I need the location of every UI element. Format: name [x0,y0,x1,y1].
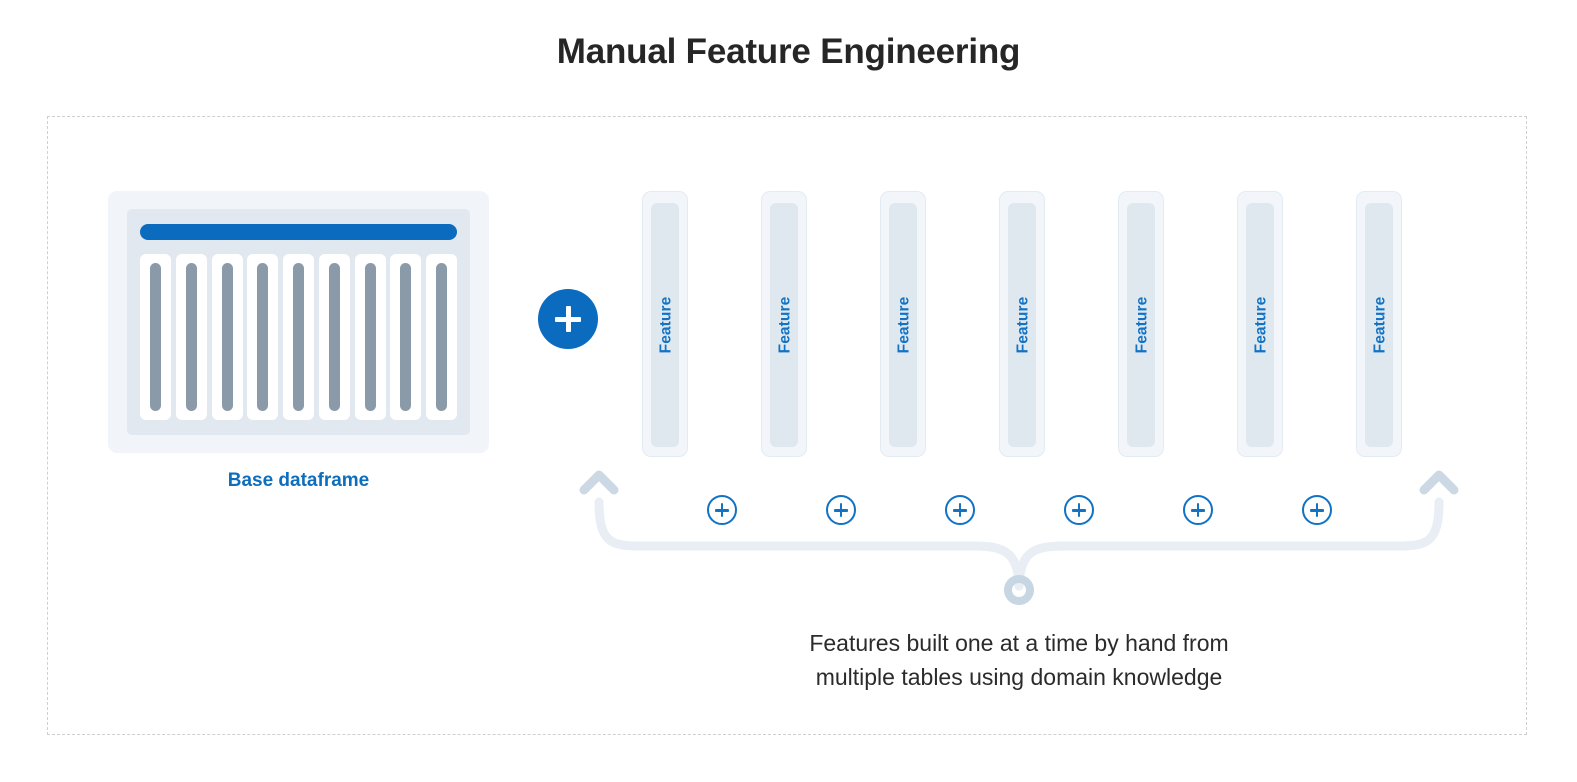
dataframe-column-bar [328,263,340,411]
feature-label: Feature [1133,296,1151,354]
dataframe-column [354,254,386,420]
dataframe-column-bar [364,263,376,411]
feature-label-wrap: Feature [881,192,927,458]
annotation-caption: Features built one at a time by hand fro… [619,626,1419,694]
feature-label-wrap: Feature [643,192,689,458]
dataframe-column [283,254,314,420]
plus-icon [538,289,598,349]
feature-column-fill [889,203,917,447]
feature-label: Feature [1014,296,1032,354]
plus-icon [826,495,856,525]
plus-icon [1302,495,1332,525]
dataframe-column-bar [221,263,233,411]
feature-label-wrap: Feature [1357,192,1403,458]
feature-label: Feature [776,296,794,354]
feature-column-fill [770,203,798,447]
brace-connector [579,470,1459,605]
feature-label-wrap: Feature [1000,192,1046,458]
dataframe-column [247,254,279,420]
feature-column-4: Feature [999,191,1045,457]
diagram-panel [47,116,1527,735]
feature-column-fill [1365,203,1393,447]
dataframe-header-bar [140,224,457,240]
feature-column-fill [1127,203,1155,447]
feature-label: Feature [1371,296,1389,354]
plus-icon [1183,495,1213,525]
dataframe-column-bar [436,263,447,411]
annotation-line-2: multiple tables using domain knowledge [815,664,1223,690]
dataframe-column-bar [185,263,197,411]
dataframe-column-bar [150,263,161,411]
dataframe-column [175,254,207,420]
feature-label-wrap: Feature [1119,192,1165,458]
plus-icon [707,495,737,525]
plus-icon [945,495,975,525]
dataframe-column-bar [400,263,412,411]
dataframe-column [140,254,171,420]
feature-label: Feature [895,296,913,354]
dataframe-column-bar [257,263,269,411]
base-dataframe-card [108,191,489,453]
plus-icon [1064,495,1094,525]
feature-column-3: Feature [880,191,926,457]
base-dataframe-inner-panel [127,209,470,435]
feature-column-fill [651,203,679,447]
dataframe-column-bar [293,263,304,411]
feature-label-wrap: Feature [1238,192,1284,458]
feature-columns-row: Feature Feature Feature Feature Feature Featu… [642,191,1402,525]
feature-label: Feature [657,296,675,354]
feature-column-7: Feature [1356,191,1402,457]
feature-label-wrap: Feature [762,192,808,458]
feature-column-2: Feature [761,191,807,457]
feature-column-1: Feature [642,191,688,457]
feature-column-6: Feature [1237,191,1283,457]
annotation-line-1: Features built one at a time by hand fro… [809,630,1229,656]
page-title: Manual Feature Engineering [556,32,1021,71]
feature-label: Feature [1252,296,1270,354]
dataframe-column [390,254,422,420]
dataframe-column [211,254,243,420]
dataframe-columns [140,254,457,420]
feature-column-fill [1008,203,1036,447]
feature-column-fill [1246,203,1274,447]
dataframe-column [426,254,457,420]
base-dataframe-label: Base dataframe [227,470,370,491]
feature-column-5: Feature [1118,191,1164,457]
dataframe-column [318,254,350,420]
